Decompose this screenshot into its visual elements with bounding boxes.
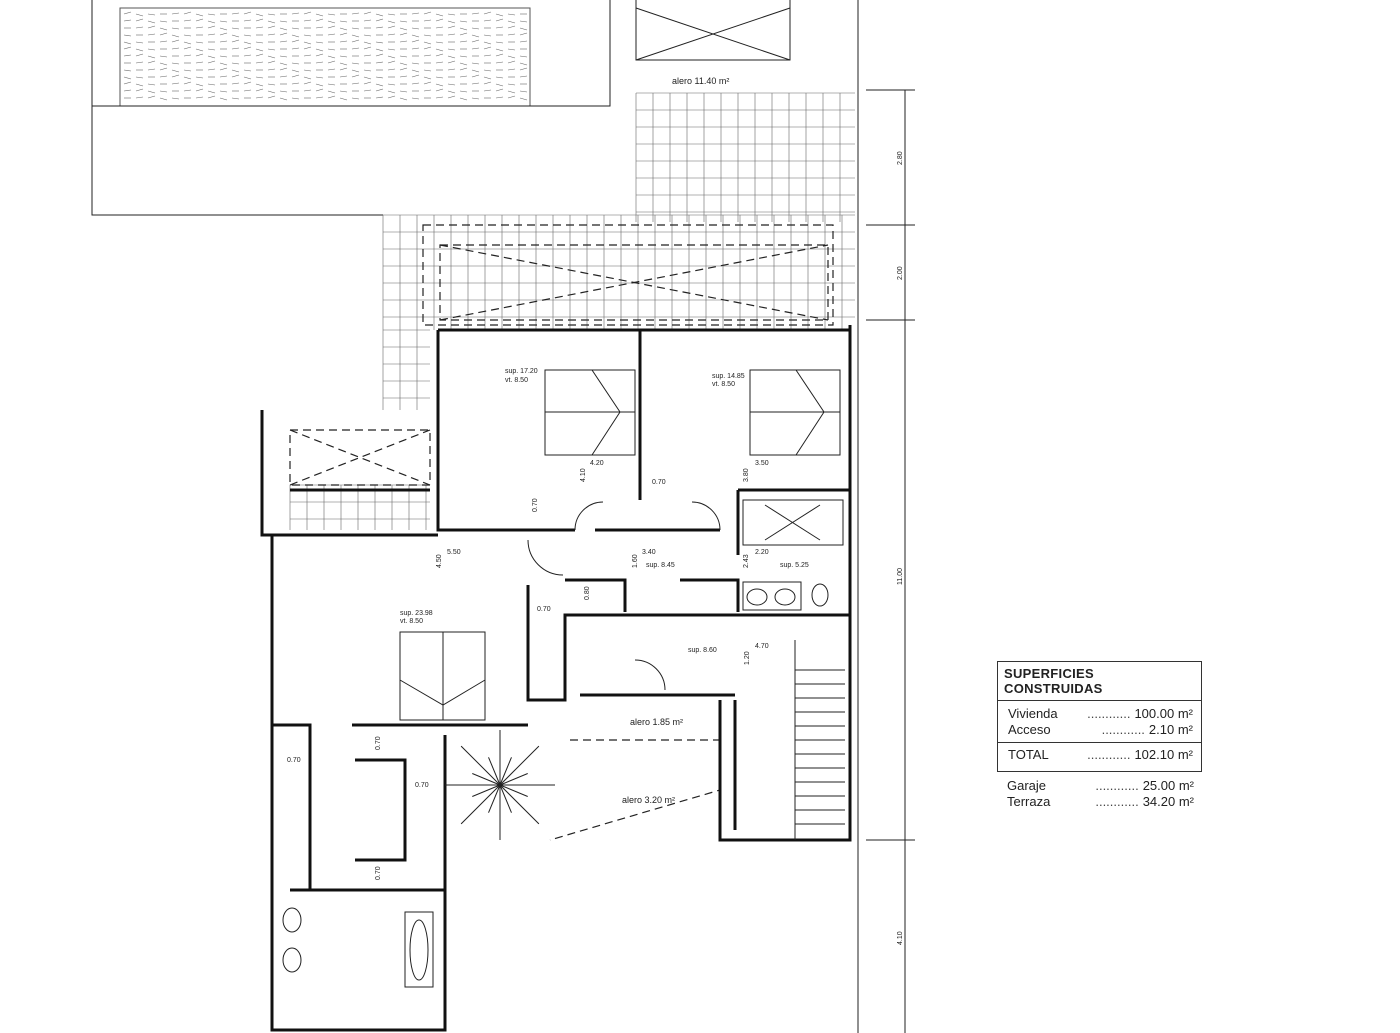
table-row: Acceso............2.10 m² — [998, 722, 1201, 738]
dim-label: 4.10 — [580, 468, 587, 482]
eave-label: alero 11.40 m² — [672, 76, 729, 86]
dim-label: 0.70 — [537, 606, 551, 613]
compass-rose — [445, 730, 555, 840]
room-area: sup. 8.45 — [646, 562, 675, 569]
table-row: Vivienda............100.00 m² — [998, 706, 1201, 722]
site-boundary — [91, 0, 859, 1033]
room-area: sup. 23.98 — [400, 610, 433, 617]
row-value: 100.00 m² — [1134, 706, 1193, 721]
row-dots: ............ — [1087, 747, 1131, 762]
table-title: SUPERFICIES CONSTRUIDAS — [998, 662, 1201, 701]
table-row: Terraza............34.20 m² — [997, 794, 1202, 810]
room-area: sup. 5.25 — [780, 562, 809, 569]
dim-label: 0.70 — [532, 498, 539, 512]
table-row: Garaje............25.00 m² — [997, 778, 1202, 794]
dim-label: 4.20 — [590, 460, 604, 467]
dim-label: 1.20 — [744, 651, 751, 665]
dim-label: 2.43 — [743, 554, 750, 568]
bathroom-fixtures — [282, 499, 844, 973]
dim-label: 2.20 — [755, 549, 769, 556]
dim-label: 0.70 — [287, 757, 301, 764]
room-area: sup. 17.20 — [505, 368, 538, 375]
dim-label: 0.70 — [375, 736, 382, 750]
dim-label: 3.40 — [642, 549, 656, 556]
dim-label: 3.80 — [743, 468, 750, 482]
walls — [260, 325, 852, 1032]
stairs — [794, 640, 845, 840]
room-height: vt. 8.50 — [505, 377, 528, 384]
bed-1 — [544, 369, 636, 456]
room-height: vt. 8.50 — [712, 381, 735, 388]
hatched-garden — [119, 7, 531, 107]
row-value: 25.00 m² — [1142, 778, 1194, 793]
dim-label: 3.50 — [755, 460, 769, 467]
dim-label: 4.10 — [897, 931, 904, 945]
row-value: 34.20 m² — [1142, 794, 1194, 809]
room-area: sup. 14.85 — [712, 373, 745, 380]
row-label: TOTAL — [1008, 747, 1049, 762]
dim-label: 0.80 — [584, 586, 591, 600]
dim-label: 1.60 — [632, 554, 639, 568]
row-dots: ............ — [1095, 778, 1139, 793]
dim-label: 5.50 — [447, 549, 461, 556]
row-dots: ............ — [1087, 706, 1131, 721]
dim-label: 2.00 — [897, 266, 904, 280]
total-row: TOTAL............102.10 m² — [998, 747, 1201, 763]
eave-label: alero 3.20 m² — [622, 795, 675, 805]
eave-label: alero 1.85 m² — [630, 717, 683, 727]
built-areas-table: SUPERFICIES CONSTRUIDAS Vivienda........… — [997, 661, 1202, 810]
dim-label: 2.80 — [897, 151, 904, 165]
dim-label: 4.70 — [755, 643, 769, 650]
dim-label: 4.50 — [436, 554, 443, 568]
row-dots: ............ — [1095, 794, 1139, 809]
terrace-grid — [289, 92, 855, 530]
row-value: 2.10 m² — [1148, 722, 1193, 737]
row-label: Terraza — [1007, 794, 1051, 809]
dim-label: 0.70 — [652, 479, 666, 486]
row-label: Garaje — [1007, 778, 1047, 793]
dim-label: 11.00 — [897, 568, 904, 585]
row-label: Vivienda — [1008, 706, 1058, 721]
bed-2 — [749, 369, 841, 456]
row-dots: ............ — [1101, 722, 1145, 737]
row-label: Acceso — [1008, 722, 1051, 737]
room-area: sup. 8.60 — [688, 647, 717, 654]
row-value: 102.10 m² — [1134, 747, 1193, 762]
dimension-line — [866, 89, 915, 1033]
dim-label: 0.70 — [375, 866, 382, 880]
room-height: vt. 8.50 — [400, 618, 423, 625]
doors — [527, 501, 721, 691]
bed-3 — [399, 631, 486, 721]
dim-label: 0.70 — [415, 782, 429, 789]
